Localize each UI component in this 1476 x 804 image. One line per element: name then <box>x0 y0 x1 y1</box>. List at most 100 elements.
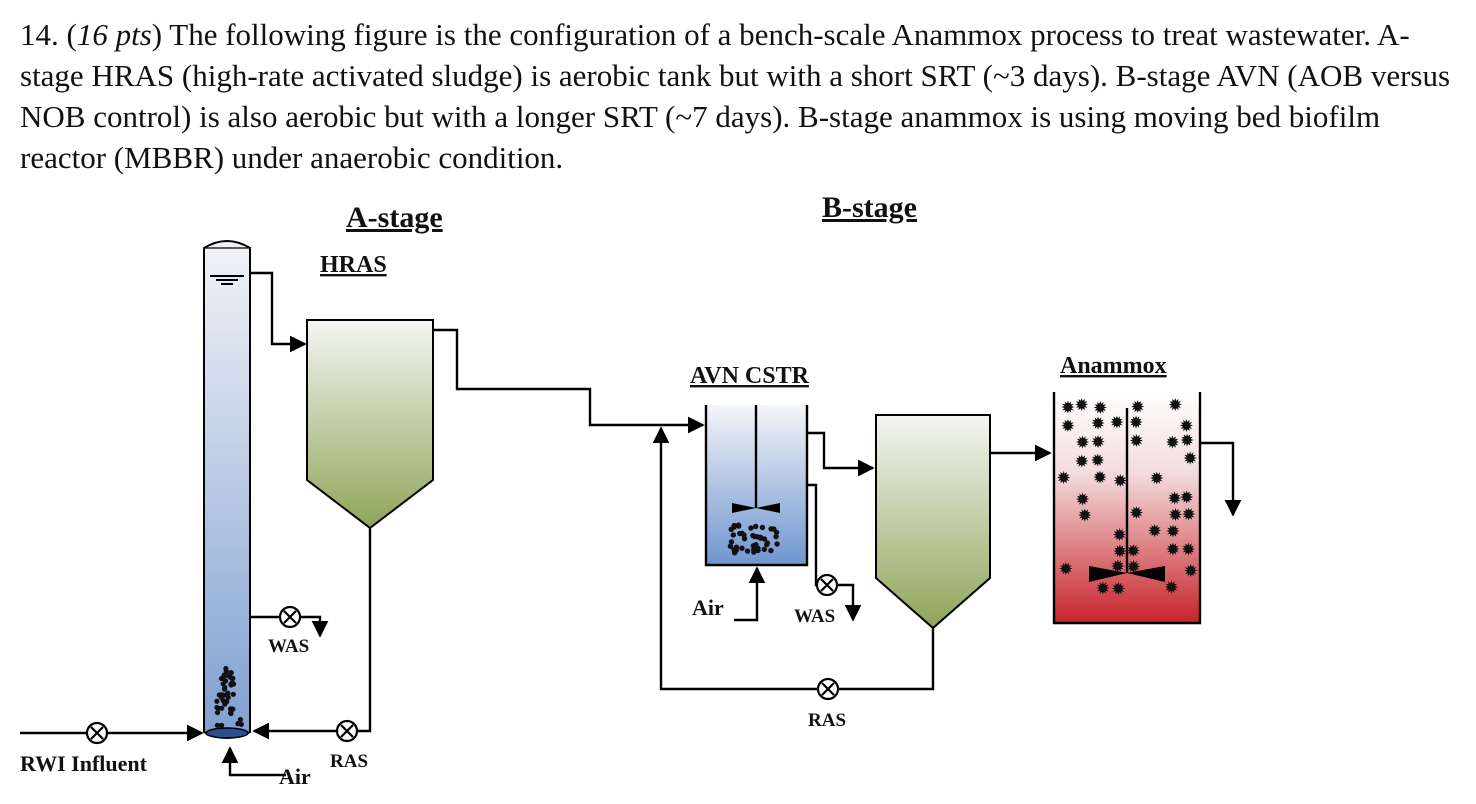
biofilm-carrier-icon: ✹ <box>1130 399 1144 416</box>
sludge-particle <box>755 547 761 554</box>
biofilm-carrier-icon: ✹ <box>1061 418 1075 435</box>
biofilm-carrier-icon: ✹ <box>1165 435 1179 452</box>
biofilm-carrier-icon: ✹ <box>1129 505 1143 522</box>
question-points: 16 pts <box>76 17 152 52</box>
sludge-particle <box>753 541 759 548</box>
biofilm-carrier-icon: ✹ <box>1091 416 1105 433</box>
biofilm-carrier-icon: ✹ <box>1077 508 1091 525</box>
question-number: 14. <box>20 17 59 52</box>
sludge-particle <box>227 674 233 680</box>
biofilm-carrier-icon: ✹ <box>1110 415 1124 432</box>
hras-label: HRAS <box>320 252 387 278</box>
biofilm-carriers: ✹✹✹✹✹✹✹✹✹✹✹✹✹✹✹✹✹✹✹✹✹✹✹✹✹✹✹✹✹✹✹✹✹✹✹✹✹✹✹✹… <box>1056 397 1197 598</box>
b-stage-clarifier <box>875 414 991 630</box>
sludge-particle <box>741 532 747 538</box>
biofilm-carrier-icon: ✹ <box>1183 563 1197 580</box>
sludge-particle <box>754 534 761 540</box>
hras-column <box>203 240 251 739</box>
biofilm-carrier-icon: ✹ <box>1093 400 1107 417</box>
biofilm-carrier-icon: ✹ <box>1090 453 1104 470</box>
cstr-sludge-particles <box>727 522 780 556</box>
sludge-particle <box>733 547 739 553</box>
biofilm-carrier-icon: ✹ <box>1126 543 1140 560</box>
biofilm-carrier-icon: ✹ <box>1075 434 1089 451</box>
sludge-particle <box>235 721 241 727</box>
sludge-particle <box>744 548 751 554</box>
sludge-particle <box>768 547 774 554</box>
biofilm-carrier-icon: ✹ <box>1111 581 1125 598</box>
sludge-particle <box>750 532 756 539</box>
biofilm-carrier-icon: ✹ <box>1112 527 1126 544</box>
biofilm-carrier-icon: ✹ <box>1168 507 1182 524</box>
biofilm-carrier-icon: ✹ <box>1147 523 1161 540</box>
biofilm-carrier-icon: ✹ <box>1181 506 1195 523</box>
sludge-particle <box>222 701 228 707</box>
anammox-mbbr-tank <box>1052 392 1202 625</box>
sludge-particle <box>761 536 768 542</box>
biofilm-carrier-icon: ✹ <box>1164 580 1178 597</box>
sludge-particle <box>764 540 770 546</box>
biofilm-carrier-icon: ✹ <box>1183 451 1197 468</box>
hras-clarifier <box>306 319 434 530</box>
sludge-particle <box>759 524 766 531</box>
was-pump-b <box>815 573 839 597</box>
biofilm-carrier-icon: ✹ <box>1166 542 1180 559</box>
biofilm-carrier-icon: ✹ <box>1093 470 1107 487</box>
air-b-label: Air <box>692 595 724 620</box>
biofilm-carrier-icon: ✹ <box>1181 542 1195 559</box>
a-stage-title: A-stage <box>346 201 443 234</box>
question-text: 14. (16 pts) The following figure is the… <box>20 17 1451 175</box>
sludge-particle <box>751 549 757 555</box>
sludge-particle <box>222 684 228 691</box>
sludge-particle <box>214 709 221 716</box>
sludge-particle <box>228 670 234 676</box>
biofilm-carrier-icon: ✹ <box>1074 397 1088 414</box>
avn-cstr-label: AVN CSTR <box>690 363 810 389</box>
biofilm-carrier-icon: ✹ <box>1061 400 1075 417</box>
sludge-particle <box>230 691 236 697</box>
biofilm-carrier-icon: ✹ <box>1110 559 1124 576</box>
avn-cstr-tank <box>704 405 809 567</box>
biofilm-carrier-icon: ✹ <box>1129 433 1143 450</box>
sludge-particle <box>752 523 759 530</box>
ras-a-label: RAS <box>330 751 368 772</box>
sludge-particle <box>222 678 229 684</box>
biofilm-carrier-icon: ✹ <box>1168 397 1182 414</box>
influent-label: RWI Influent <box>20 751 148 776</box>
sludge-particle <box>768 526 774 532</box>
biofilm-carrier-icon: ✹ <box>1056 470 1070 487</box>
anammox-label: Anammox <box>1060 353 1167 379</box>
air-a-label: Air <box>279 764 311 789</box>
sludge-particle <box>223 665 229 672</box>
sludge-particle <box>735 522 742 528</box>
biofilm-carrier-icon: ✹ <box>1126 559 1140 576</box>
sludge-particle <box>214 722 220 728</box>
sludge-particle <box>219 705 225 711</box>
biofilm-carrier-icon: ✹ <box>1113 473 1127 490</box>
sludge-particle <box>230 681 237 687</box>
biofilm-carrier-icon: ✹ <box>1075 491 1089 508</box>
sludge-particle <box>230 706 236 712</box>
ras-pump-a <box>335 719 359 743</box>
biofilm-carrier-icon: ✹ <box>1129 415 1143 432</box>
biofilm-carrier-icon: ✹ <box>1096 581 1110 598</box>
biofilm-carrier-icon: ✹ <box>1180 433 1194 450</box>
was-b-label: WAS <box>794 606 835 627</box>
sludge-particle <box>731 524 738 530</box>
sludge-particle <box>237 716 243 723</box>
was-a-label: WAS <box>268 636 309 657</box>
was-pump-a <box>278 605 302 629</box>
sludge-particle <box>773 533 779 540</box>
biofilm-carrier-icon: ✹ <box>1059 561 1073 578</box>
b-stage-title: B-stage <box>822 191 917 224</box>
sludge-particle <box>218 722 225 728</box>
sludge-particle <box>728 539 735 545</box>
sludge-particle <box>214 698 220 704</box>
biofilm-carrier-icon: ✹ <box>1150 471 1164 488</box>
column-sludge-particles <box>214 665 244 728</box>
biofilm-carrier-icon: ✹ <box>1166 524 1180 541</box>
ras-b-label: RAS <box>808 710 846 731</box>
sludge-particle <box>739 545 745 551</box>
sludge-particle <box>223 692 229 698</box>
